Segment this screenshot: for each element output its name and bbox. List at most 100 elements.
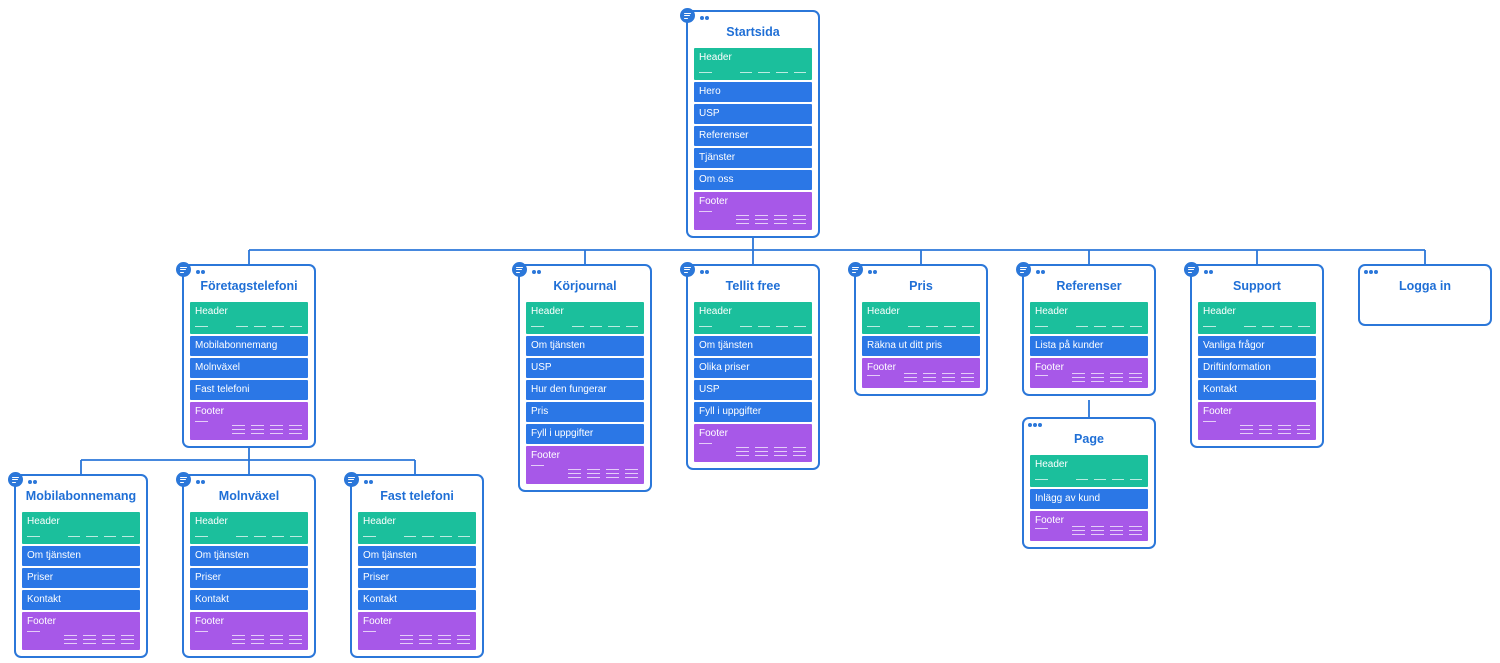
more-options-icon[interactable] bbox=[28, 480, 42, 485]
page-card-logga-in[interactable]: Logga in bbox=[1358, 264, 1492, 326]
header-section[interactable]: Header bbox=[358, 512, 476, 544]
section-olika-priser[interactable]: Olika priser bbox=[694, 358, 812, 378]
header-section[interactable]: Header bbox=[1198, 302, 1316, 334]
more-options-icon[interactable] bbox=[532, 270, 546, 275]
header-section[interactable]: Header bbox=[1030, 302, 1148, 334]
footer-section[interactable]: Footer bbox=[1198, 402, 1316, 440]
footer-section[interactable]: Footer bbox=[862, 358, 980, 388]
footer-links-placeholder bbox=[1072, 373, 1142, 382]
header-section[interactable]: Header bbox=[190, 302, 308, 334]
footer-section[interactable]: Footer bbox=[694, 192, 812, 230]
section-inlagg-av-kund[interactable]: Inlägg av kund bbox=[1030, 489, 1148, 509]
section-priser[interactable]: Priser bbox=[190, 568, 308, 588]
notes-icon[interactable] bbox=[344, 472, 359, 487]
section-pris[interactable]: Pris bbox=[526, 402, 644, 422]
notes-icon[interactable] bbox=[1016, 262, 1031, 277]
section-driftinformation[interactable]: Driftinformation bbox=[1198, 358, 1316, 378]
notes-icon[interactable] bbox=[176, 262, 191, 277]
notes-icon[interactable] bbox=[1184, 262, 1199, 277]
footer-logo-placeholder bbox=[1203, 420, 1216, 422]
section-om-tjansten[interactable]: Om tjänsten bbox=[22, 546, 140, 566]
header-section[interactable]: Header bbox=[190, 512, 308, 544]
header-section[interactable]: Header bbox=[862, 302, 980, 334]
section-om-tjansten[interactable]: Om tjänsten bbox=[190, 546, 308, 566]
section-fyll-i-uppgifter[interactable]: Fyll i uppgifter bbox=[526, 424, 644, 444]
section-usp[interactable]: USP bbox=[694, 104, 812, 124]
notes-icon[interactable] bbox=[680, 8, 695, 23]
more-options-icon[interactable] bbox=[700, 16, 714, 21]
footer-section[interactable]: Footer bbox=[358, 612, 476, 650]
section-om-tjansten[interactable]: Om tjänsten bbox=[526, 336, 644, 356]
section-priser[interactable]: Priser bbox=[358, 568, 476, 588]
section-label: Footer bbox=[1035, 515, 1064, 526]
more-options-icon[interactable] bbox=[1028, 423, 1042, 428]
more-options-icon[interactable] bbox=[196, 480, 210, 485]
header-section[interactable]: Header bbox=[694, 302, 812, 334]
section-usp[interactable]: USP bbox=[694, 380, 812, 400]
more-options-icon[interactable] bbox=[1036, 270, 1050, 275]
section-fyll-i-uppgifter[interactable]: Fyll i uppgifter bbox=[694, 402, 812, 422]
section-molnvaxel[interactable]: Molnväxel bbox=[190, 358, 308, 378]
notes-icon[interactable] bbox=[680, 262, 695, 277]
page-title: Startsida bbox=[726, 25, 780, 39]
footer-section[interactable]: Footer bbox=[22, 612, 140, 650]
section-mobilabonnemang[interactable]: Mobilabonnemang bbox=[190, 336, 308, 356]
section-vanliga-fragor[interactable]: Vanliga frågor bbox=[1198, 336, 1316, 356]
header-section[interactable]: Header bbox=[1030, 455, 1148, 487]
section-rakna-ut-ditt-pris[interactable]: Räkna ut ditt pris bbox=[862, 336, 980, 356]
section-priser[interactable]: Priser bbox=[22, 568, 140, 588]
section-om-tjansten[interactable]: Om tjänsten bbox=[358, 546, 476, 566]
footer-section[interactable]: Footer bbox=[190, 402, 308, 440]
section-label: Footer bbox=[27, 616, 56, 627]
section-lista-pa-kunder[interactable]: Lista på kunder bbox=[1030, 336, 1148, 356]
notes-icon[interactable] bbox=[848, 262, 863, 277]
section-kontakt[interactable]: Kontakt bbox=[190, 590, 308, 610]
footer-logo-placeholder bbox=[531, 464, 544, 466]
footer-section[interactable]: Footer bbox=[1030, 358, 1148, 388]
section-kontakt[interactable]: Kontakt bbox=[358, 590, 476, 610]
footer-section[interactable]: Footer bbox=[694, 424, 812, 462]
section-referenser[interactable]: Referenser bbox=[694, 126, 812, 146]
header-logo-placeholder bbox=[531, 325, 544, 327]
header-logo-placeholder bbox=[195, 535, 208, 537]
section-hero[interactable]: Hero bbox=[694, 82, 812, 102]
notes-icon[interactable] bbox=[8, 472, 23, 487]
section-om-oss[interactable]: Om oss bbox=[694, 170, 812, 190]
footer-section[interactable]: Footer bbox=[190, 612, 308, 650]
footer-section[interactable]: Footer bbox=[1030, 511, 1148, 541]
more-options-icon[interactable] bbox=[1364, 270, 1378, 275]
section-fast-telefoni[interactable]: Fast telefoni bbox=[190, 380, 308, 400]
more-options-icon[interactable] bbox=[868, 270, 882, 275]
section-kontakt[interactable]: Kontakt bbox=[22, 590, 140, 610]
notes-icon[interactable] bbox=[512, 262, 527, 277]
section-tjanster[interactable]: Tjänster bbox=[694, 148, 812, 168]
section-usp[interactable]: USP bbox=[526, 358, 644, 378]
footer-logo-placeholder bbox=[867, 374, 880, 376]
more-options-icon[interactable] bbox=[196, 270, 210, 275]
footer-section[interactable]: Footer bbox=[526, 446, 644, 484]
more-options-icon[interactable] bbox=[1204, 270, 1218, 275]
more-options-icon[interactable] bbox=[700, 270, 714, 275]
section-om-tjansten[interactable]: Om tjänsten bbox=[694, 336, 812, 356]
footer-logo-placeholder bbox=[699, 442, 712, 444]
notes-icon[interactable] bbox=[176, 472, 191, 487]
header-logo-placeholder bbox=[27, 535, 40, 537]
section-kontakt[interactable]: Kontakt bbox=[1198, 380, 1316, 400]
header-section[interactable]: Header bbox=[694, 48, 812, 80]
header-section[interactable]: Header bbox=[22, 512, 140, 544]
footer-links-placeholder bbox=[232, 635, 302, 644]
section-hur-den-fungerar[interactable]: Hur den fungerar bbox=[526, 380, 644, 400]
header-section[interactable]: Header bbox=[526, 302, 644, 334]
more-options-icon[interactable] bbox=[364, 480, 378, 485]
